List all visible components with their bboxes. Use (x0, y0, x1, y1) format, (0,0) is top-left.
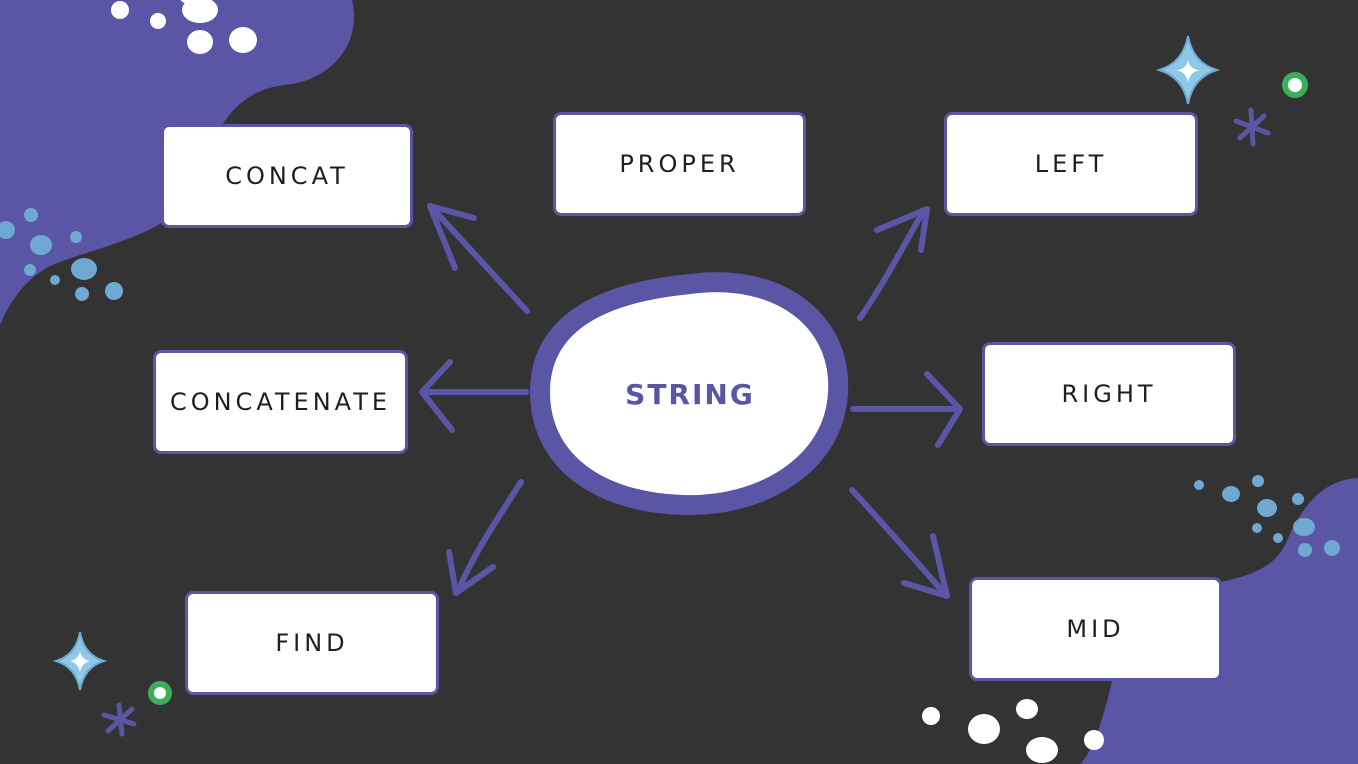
star-icon (1233, 107, 1271, 147)
arrow-to-concat (427, 203, 530, 314)
arrow-to-right (850, 371, 963, 448)
green-ring-icon (1282, 72, 1308, 98)
node-find: FIND (185, 591, 439, 695)
sparkle-icon (1176, 60, 1200, 82)
arrow-to-concatenate (419, 359, 529, 433)
green-ring-icon (148, 681, 172, 705)
white-dots-top-left (111, 0, 257, 54)
node-left: LEFT (944, 112, 1198, 216)
sparkle-icon (70, 651, 90, 672)
blue-dots-left (0, 208, 123, 301)
node-proper: PROPER (553, 112, 806, 216)
arrow-to-left (857, 206, 930, 321)
star-icon (101, 702, 137, 737)
node-concat: CONCAT (161, 124, 413, 228)
center-node-label: STRING (625, 378, 755, 411)
white-dots-bottom-right (922, 699, 1104, 763)
node-mid: MID (969, 577, 1222, 681)
node-concatenate: CONCATENATE (153, 350, 408, 454)
arrow-to-mid (849, 487, 950, 599)
node-right: RIGHT (982, 342, 1236, 446)
blue-dots-right (1194, 475, 1340, 557)
arrow-to-find (446, 479, 524, 596)
center-node-shape (529, 272, 849, 516)
